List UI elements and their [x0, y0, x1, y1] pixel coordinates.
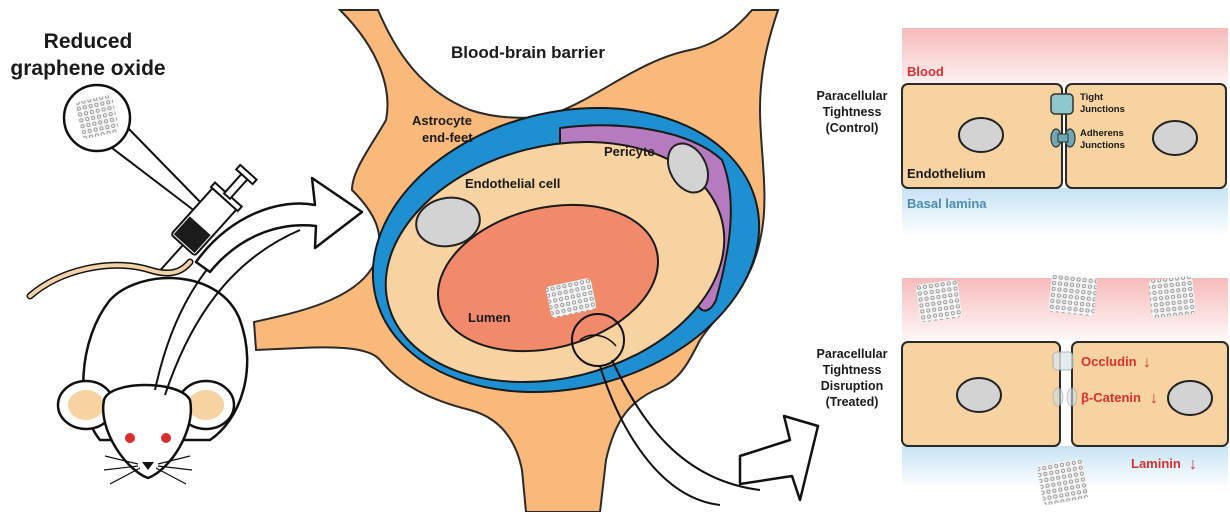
- basal-lamina-label: Basal lamina: [907, 196, 987, 211]
- occludin-label: Occludin: [1081, 354, 1137, 369]
- endothelium-label: Endothelium: [907, 166, 986, 181]
- astrocyte-label-line2: end-feet: [422, 130, 473, 145]
- mouse-eye-left: [125, 433, 135, 443]
- graphene-sheet-icon: [1148, 276, 1196, 318]
- treated-panel: Occludin ↓ β-Catenin ↓ Laminin ↓ Paracel…: [817, 274, 1228, 506]
- bbb-diagram: Blood-brain barrier Astrocyte end-feet P…: [254, 10, 818, 512]
- laminin-down-arrow: ↓: [1189, 456, 1197, 473]
- control-side-line3: (Control): [826, 121, 879, 135]
- adherens-label-line2: Junctions: [1080, 140, 1125, 151]
- graphene-sheet-icon: [916, 279, 963, 322]
- rgo-label-line1: Reduced: [44, 30, 133, 53]
- catenin-down-arrow: ↓: [1150, 390, 1158, 407]
- treated-side-line3: Disruption: [821, 379, 884, 393]
- astrocyte-label-line1: Astrocyte: [412, 113, 472, 128]
- endothelial-label: Endothelial cell: [465, 176, 560, 191]
- control-side-line2: Tightness: [823, 105, 882, 119]
- tight-junction-icon: [1051, 94, 1073, 114]
- treated-side-line4: (Treated): [826, 395, 879, 409]
- lumen-label: Lumen: [468, 310, 511, 325]
- rgo-label-line2: graphene oxide: [10, 57, 165, 80]
- laminin-label: Laminin: [1131, 456, 1181, 471]
- blood-label: Blood: [907, 64, 944, 79]
- adherens-label-line1: Adherens: [1080, 128, 1124, 139]
- faded-tight-junction-icon: [1053, 352, 1073, 370]
- control-panel: Blood Tight Junctions Adherens Junctions…: [817, 28, 1228, 234]
- control-nucleus-right: [1153, 121, 1197, 155]
- tight-label-line2: Junctions: [1080, 104, 1125, 115]
- treated-side-line2: Tightness: [823, 363, 882, 377]
- control-side-line1: Paracellular: [817, 89, 888, 103]
- tight-label-line1: Tight: [1080, 92, 1104, 103]
- basal-zone: [902, 188, 1228, 234]
- faded-adherens-junction-icon: [1053, 388, 1077, 406]
- control-nucleus-left: [959, 118, 1003, 152]
- graphene-magnifier: [64, 85, 206, 215]
- mouse-eye-right: [161, 433, 171, 443]
- treated-nucleus-right: [1168, 381, 1212, 415]
- mouse-panel: Reduced graphene oxide: [10, 30, 362, 484]
- blood-zone: [902, 28, 1228, 90]
- treated-nucleus-left: [957, 378, 1001, 412]
- treated-side-line1: Paracellular: [817, 347, 888, 361]
- bbb-title: Blood-brain barrier: [451, 43, 605, 62]
- pericyte-label: Pericyte: [604, 144, 655, 159]
- arrow-to-treated-icon: [740, 416, 818, 500]
- graphene-sheet-icon: [1048, 274, 1098, 317]
- graphene-sheet-icon: [1037, 458, 1089, 505]
- catenin-label: β-Catenin: [1081, 390, 1141, 405]
- occludin-down-arrow: ↓: [1143, 354, 1151, 371]
